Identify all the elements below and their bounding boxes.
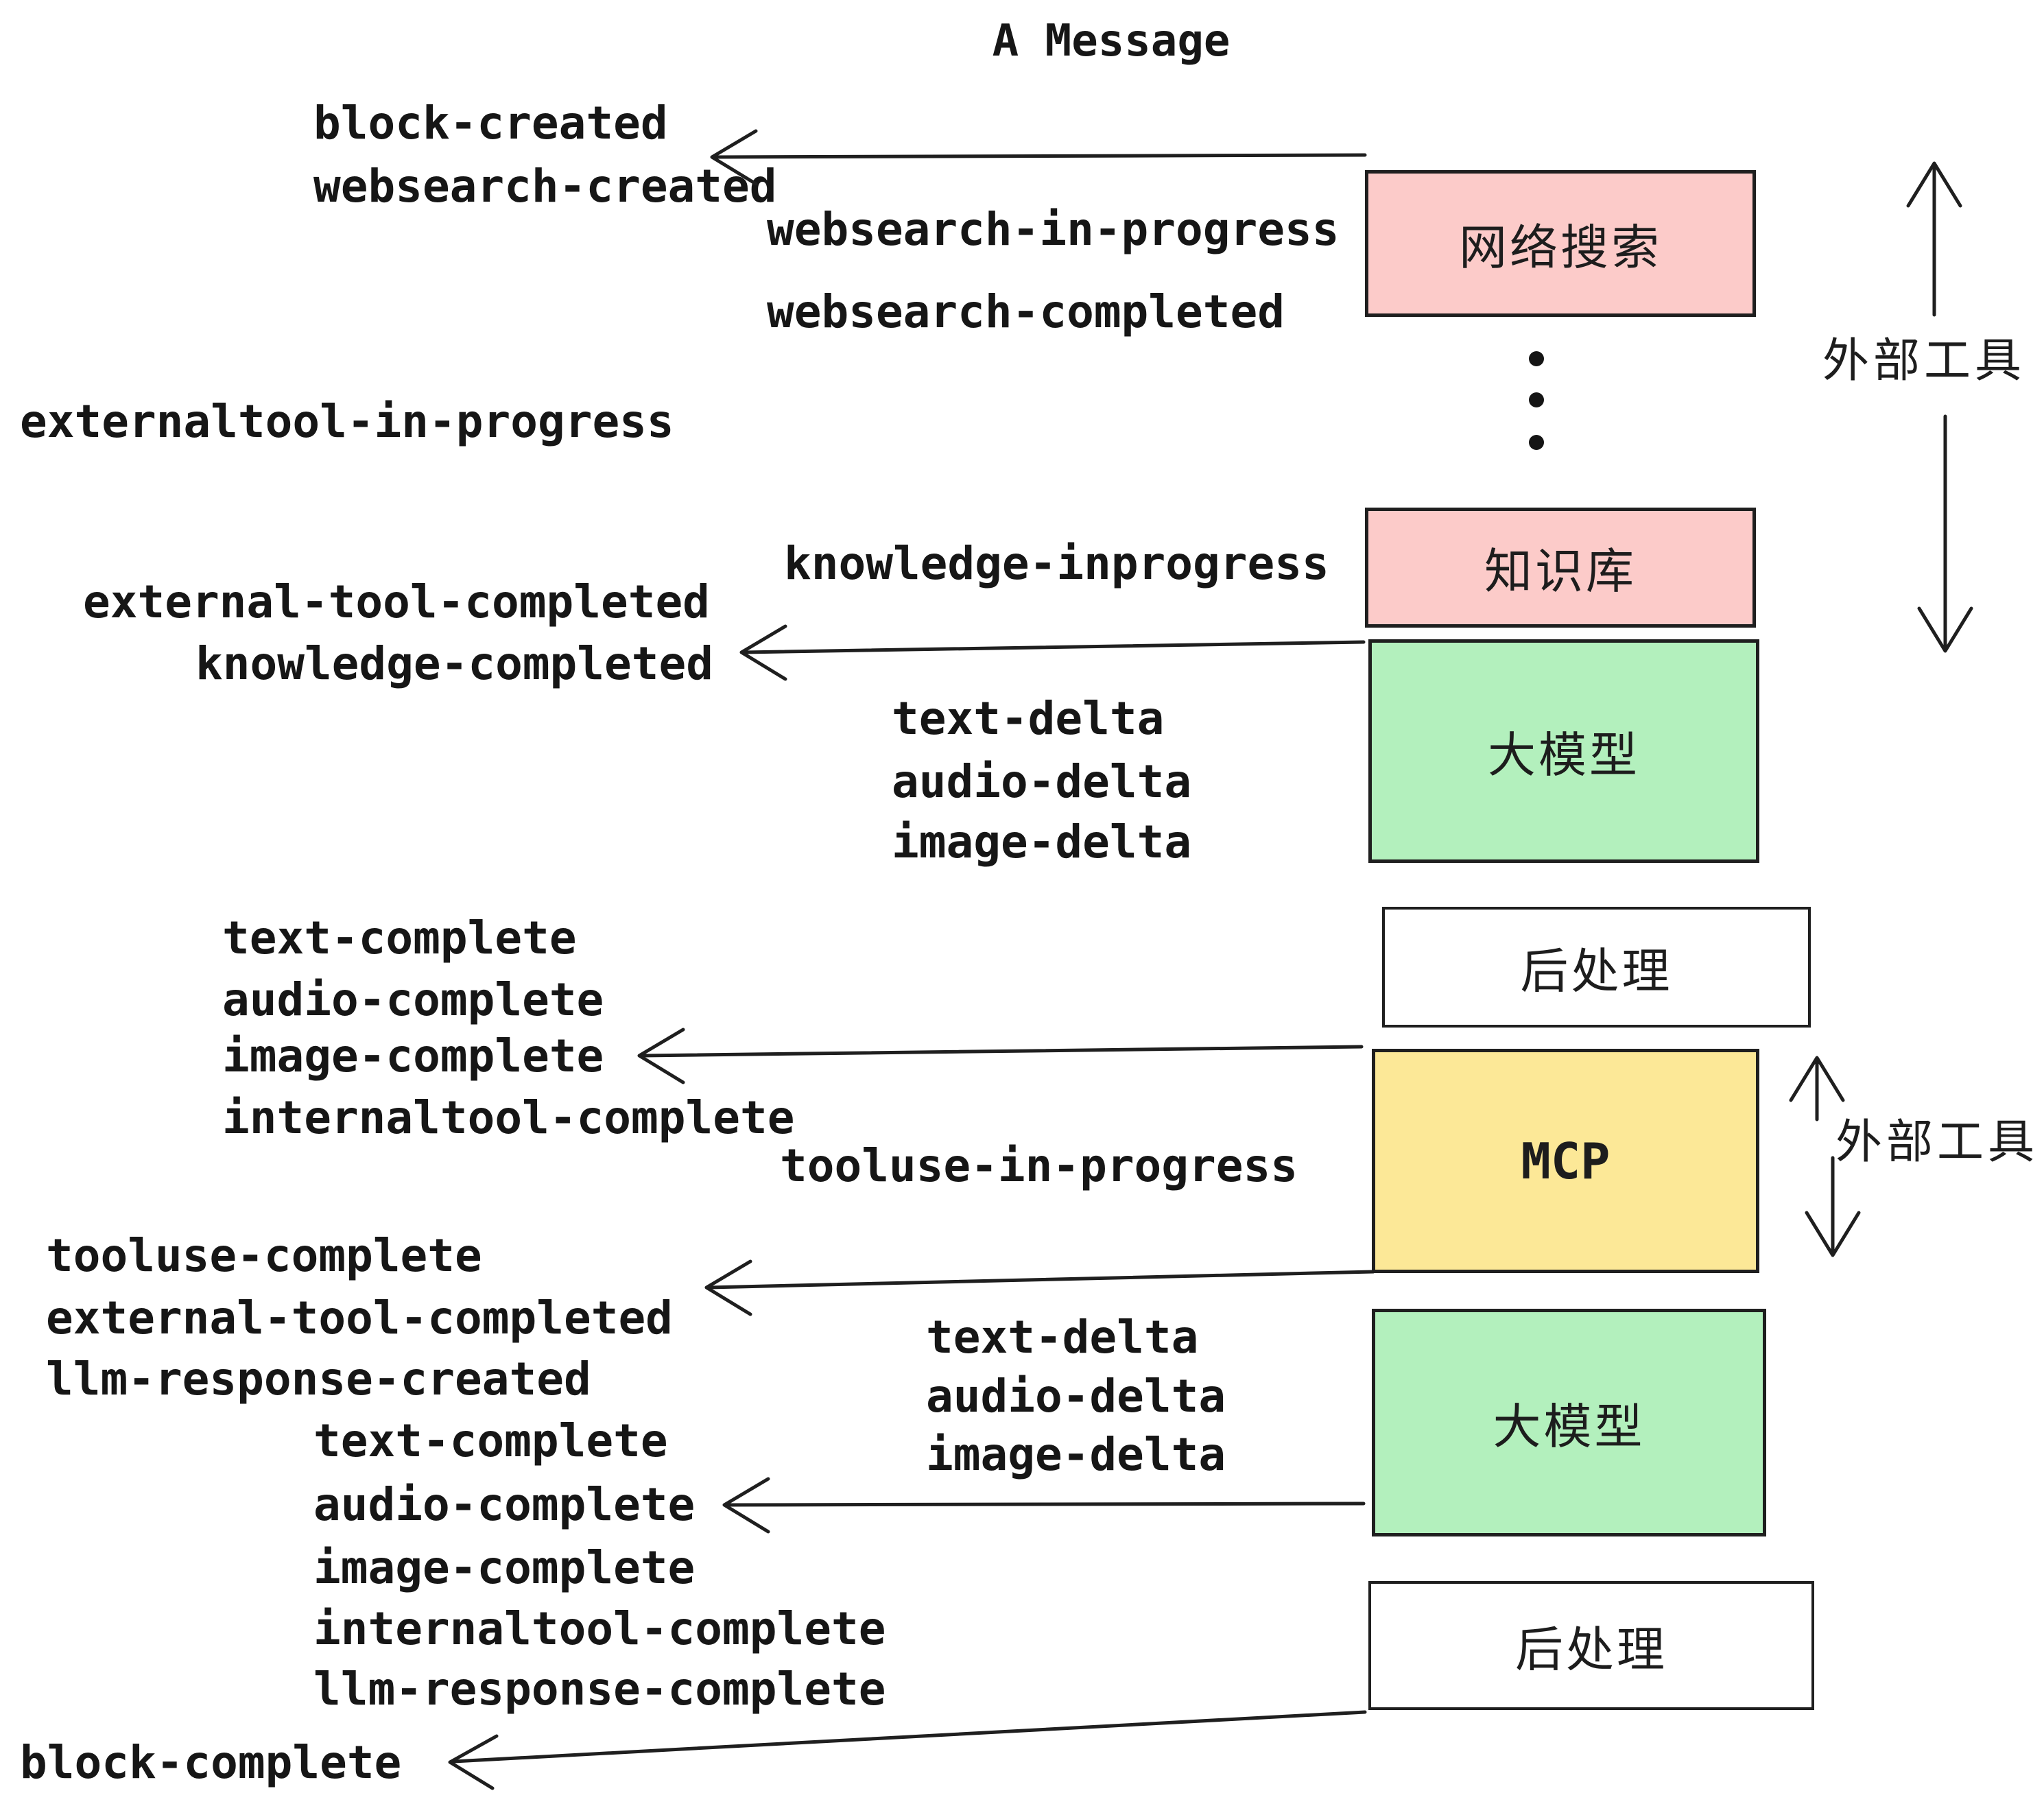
event-label-websearch-created: websearch-created [313, 160, 777, 213]
event-label-block-created: block-created [313, 97, 668, 150]
arrow-external-tools-bottom-down [1805, 1156, 1861, 1257]
event-label-text-complete-1: text-complete [222, 912, 577, 964]
postprocess-box-2: 后处理 [1368, 1581, 1814, 1710]
event-label-block-complete: block-complete [20, 1736, 402, 1789]
postprocess-box-1-label: 后处理 [1520, 942, 1673, 999]
arrow-external-tools-top-up [1906, 161, 1962, 317]
arrow-audio-complete-2 [722, 1477, 1366, 1534]
event-label-llm-response-created: llm-response-created [46, 1353, 591, 1405]
ellipsis-dot [1529, 392, 1544, 407]
event-label-audio-complete-1: audio-complete [222, 973, 604, 1026]
event-label-knowledge-completed: knowledge-completed [195, 637, 713, 690]
arrow-image-complete-1 [637, 1028, 1364, 1084]
mcp-box: MCP [1372, 1049, 1759, 1273]
event-label-websearch-completed: websearch-completed [767, 285, 1285, 338]
websearch-box-label: 网络搜索 [1459, 219, 1662, 276]
event-label-websearch-in-progress: websearch-in-progress [767, 203, 1340, 256]
page-title: A Message [992, 16, 1231, 67]
event-label-internaltool-complete-1: internaltool-complete [222, 1091, 795, 1144]
event-label-image-complete-2: image-complete [313, 1541, 696, 1594]
event-label-text-complete-2: text-complete [313, 1414, 668, 1467]
ellipsis-dot [1529, 435, 1544, 450]
postprocess-box-1: 后处理 [1382, 907, 1811, 1028]
llm-box-2-label: 大模型 [1493, 1398, 1645, 1455]
event-label-tooluse-in-progress: tooluse-in-progress [780, 1139, 1298, 1192]
event-label-image-delta-2: image-delta [926, 1428, 1226, 1481]
arrow-knowledge-completed [739, 624, 1366, 681]
arrow-tooluse-complete [704, 1259, 1375, 1316]
arrow-external-tools-bottom-up [1789, 1056, 1845, 1121]
event-label-knowledge-inprogress: knowledge-inprogress [784, 537, 1329, 590]
mcp-box-label: MCP [1521, 1132, 1611, 1190]
arrow-external-tools-top-down [1917, 414, 1973, 653]
event-label-audio-complete-2: audio-complete [313, 1478, 696, 1531]
event-label-llm-response-complete: llm-response-complete [313, 1663, 886, 1716]
event-label-internaltool-complete-2: internaltool-complete [313, 1602, 886, 1655]
llm-box-1: 大模型 [1368, 639, 1759, 863]
postprocess-box-2-label: 后处理 [1515, 1621, 1667, 1678]
event-label-external-tool-completed-1: external-tool-completed [83, 575, 710, 628]
knowledge-box: 知识库 [1365, 508, 1756, 628]
external-tools-label-bottom: 外部工具 [1835, 1115, 2039, 1170]
arrow-block-complete [448, 1710, 1367, 1790]
event-label-external-tool-completed-2: external-tool-completed [46, 1292, 673, 1344]
knowledge-box-label: 知识库 [1484, 543, 1637, 600]
event-label-tooluse-complete: tooluse-complete [46, 1229, 482, 1282]
event-label-image-delta-1: image-delta [892, 816, 1192, 868]
event-label-audio-delta-1: audio-delta [892, 755, 1192, 808]
websearch-box: 网络搜索 [1365, 170, 1756, 317]
event-label-text-delta-2: text-delta [926, 1311, 1199, 1364]
arrow-websearch-created [710, 129, 1367, 186]
event-label-image-complete-1: image-complete [222, 1030, 604, 1082]
event-label-externaltool-in-progress: externaltool-in-progress [20, 395, 674, 448]
ellipsis-dot [1529, 351, 1544, 366]
llm-box-1-label: 大模型 [1488, 726, 1640, 783]
event-label-text-delta-1: text-delta [892, 692, 1165, 745]
llm-box-2: 大模型 [1372, 1309, 1766, 1536]
event-label-audio-delta-2: audio-delta [926, 1370, 1226, 1423]
external-tools-label-top: 外部工具 [1822, 334, 2026, 388]
